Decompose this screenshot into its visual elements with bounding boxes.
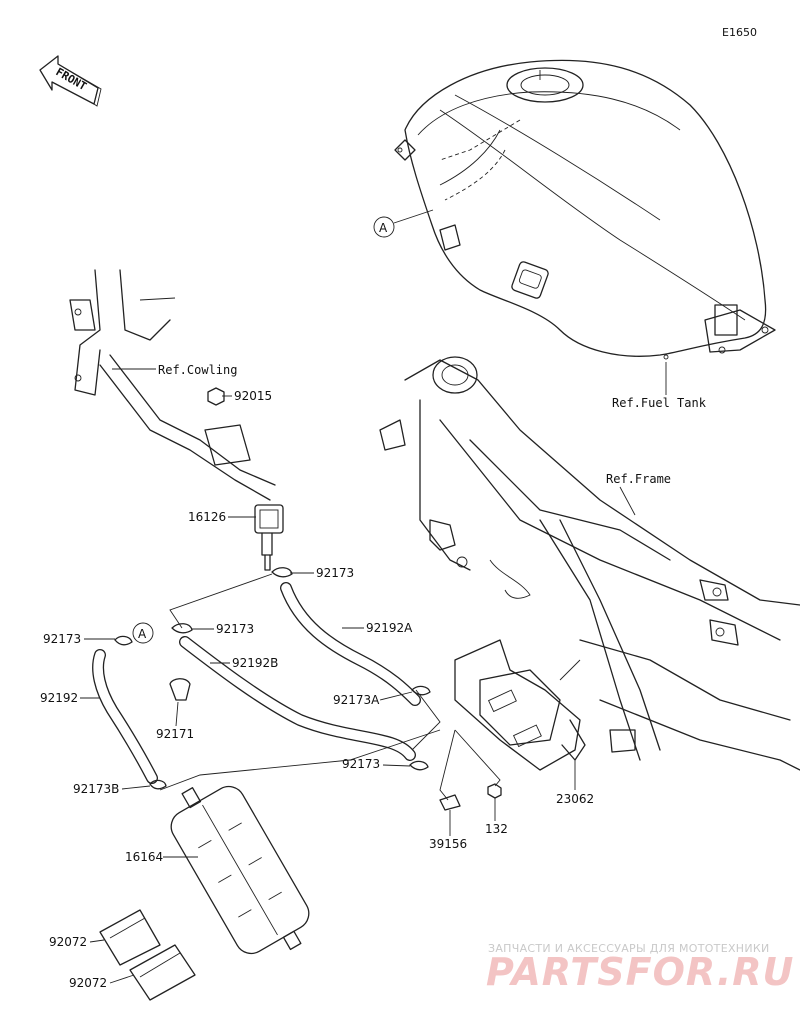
canister-16164 bbox=[170, 785, 310, 955]
part-label-132: 132 bbox=[485, 822, 508, 836]
hose-92192A bbox=[280, 582, 421, 706]
part-label-92192B: 92192B bbox=[232, 656, 278, 670]
part-label-92192A: 92192A bbox=[366, 621, 413, 635]
ref-cowling-label: Ref.Cowling bbox=[158, 363, 237, 377]
nut-92015 bbox=[207, 387, 225, 406]
svg-text:A: A bbox=[379, 221, 388, 235]
bracket-23062 bbox=[454, 639, 586, 771]
part-label-92173A: 92173A bbox=[333, 693, 380, 707]
part-label-92173-c: 92173 bbox=[43, 632, 81, 646]
part-label-92173-b: 92173 bbox=[216, 622, 254, 636]
part-label-92173-d: 92173 bbox=[342, 757, 380, 771]
part-label-92171: 92171 bbox=[156, 727, 194, 741]
frame bbox=[379, 356, 800, 771]
front-label: FRONT bbox=[54, 65, 90, 93]
svg-text:A: A bbox=[138, 627, 147, 641]
part-label-16126: 16126 bbox=[188, 510, 226, 524]
part-label-23062: 23062 bbox=[556, 792, 594, 806]
part-label-16164: 16164 bbox=[125, 850, 163, 864]
hose-92192B bbox=[179, 636, 416, 761]
cowling-bracket bbox=[69, 269, 276, 501]
hose-92192 bbox=[92, 649, 158, 784]
clamp-92171 bbox=[169, 678, 191, 701]
fuel-tank bbox=[394, 59, 776, 360]
diagram-code: E1650 bbox=[722, 26, 757, 39]
part-label-92072-b: 92072 bbox=[69, 976, 107, 990]
callout-a-hose: A bbox=[132, 622, 154, 644]
ref-fuel-tank-label: Ref.Fuel Tank bbox=[612, 396, 707, 410]
front-arrow-icon: FRONT bbox=[39, 55, 102, 107]
part-label-92173B: 92173B bbox=[73, 782, 119, 796]
bolt-132 bbox=[487, 783, 502, 806]
guide-lines bbox=[159, 573, 581, 801]
part-label-92173-a: 92173 bbox=[316, 566, 354, 580]
watermark-brand: PARTSFOR.RU bbox=[486, 950, 794, 994]
part-label-92072-a: 92072 bbox=[49, 935, 87, 949]
part-label-92015: 92015 bbox=[234, 389, 272, 403]
valve-16126 bbox=[254, 504, 284, 571]
clips bbox=[114, 567, 431, 790]
watermark-tagline: ЗАПЧАСТИ И АКСЕССУАРЫ ДЛЯ МОТОТЕХНИКИ bbox=[488, 942, 770, 955]
ref-frame-label: Ref.Frame bbox=[606, 472, 671, 486]
part-label-39156: 39156 bbox=[429, 837, 467, 851]
part-label-92192: 92192 bbox=[40, 691, 78, 705]
rubber-39156 bbox=[439, 794, 461, 811]
callout-a-tank: A bbox=[373, 209, 434, 238]
straps-92072 bbox=[99, 909, 196, 1001]
